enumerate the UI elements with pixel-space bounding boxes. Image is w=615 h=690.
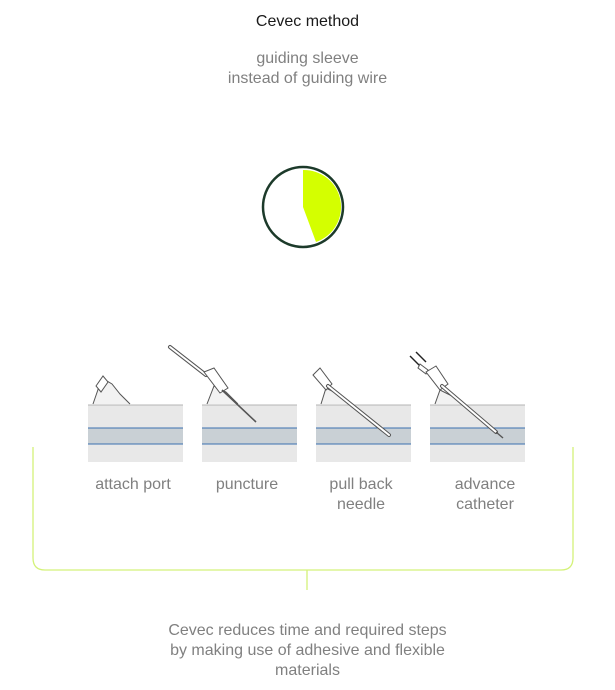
page-title: Cevec method: [255, 13, 360, 30]
step-advance-catheter-illustration: [409, 351, 525, 462]
summary-line-1: Cevec reduces time and required steps: [168, 622, 447, 639]
step-label-line-2: catheter: [456, 496, 514, 513]
step-label-advance-catheter: advance catheter: [430, 475, 540, 515]
procedure-steps-illustration: [88, 345, 525, 462]
step-pull-back-needle-illustration: [312, 367, 411, 462]
step-label-line-1: pull back: [329, 476, 393, 493]
step-label-line-2: needle: [336, 496, 386, 513]
summary-line-3: materials: [275, 662, 340, 679]
time-indicator-icon: [261, 165, 345, 249]
page-subtitle: guiding sleeve instead of guiding wire: [0, 49, 615, 89]
step-puncture-illustration: [168, 345, 297, 462]
step-label-line-1: advance: [454, 476, 516, 493]
steps-bracket: [32, 447, 574, 590]
step-label-line-1: puncture: [215, 476, 279, 493]
step-label-line-1: attach port: [95, 476, 171, 493]
step-label-attach-port: attach port: [78, 475, 188, 495]
step-label-pull-back-needle: pull back needle: [306, 475, 416, 515]
subtitle-line-1: guiding sleeve: [256, 50, 359, 67]
step-label-puncture: puncture: [192, 475, 302, 495]
time-indicator-fill: [303, 169, 342, 242]
summary-text: Cevec reduces time and required steps by…: [0, 621, 615, 681]
step-attach-port-illustration: [88, 375, 183, 462]
summary-line-2: by making use of adhesive and flexible: [170, 642, 445, 659]
subtitle-line-2: instead of guiding wire: [227, 70, 388, 87]
